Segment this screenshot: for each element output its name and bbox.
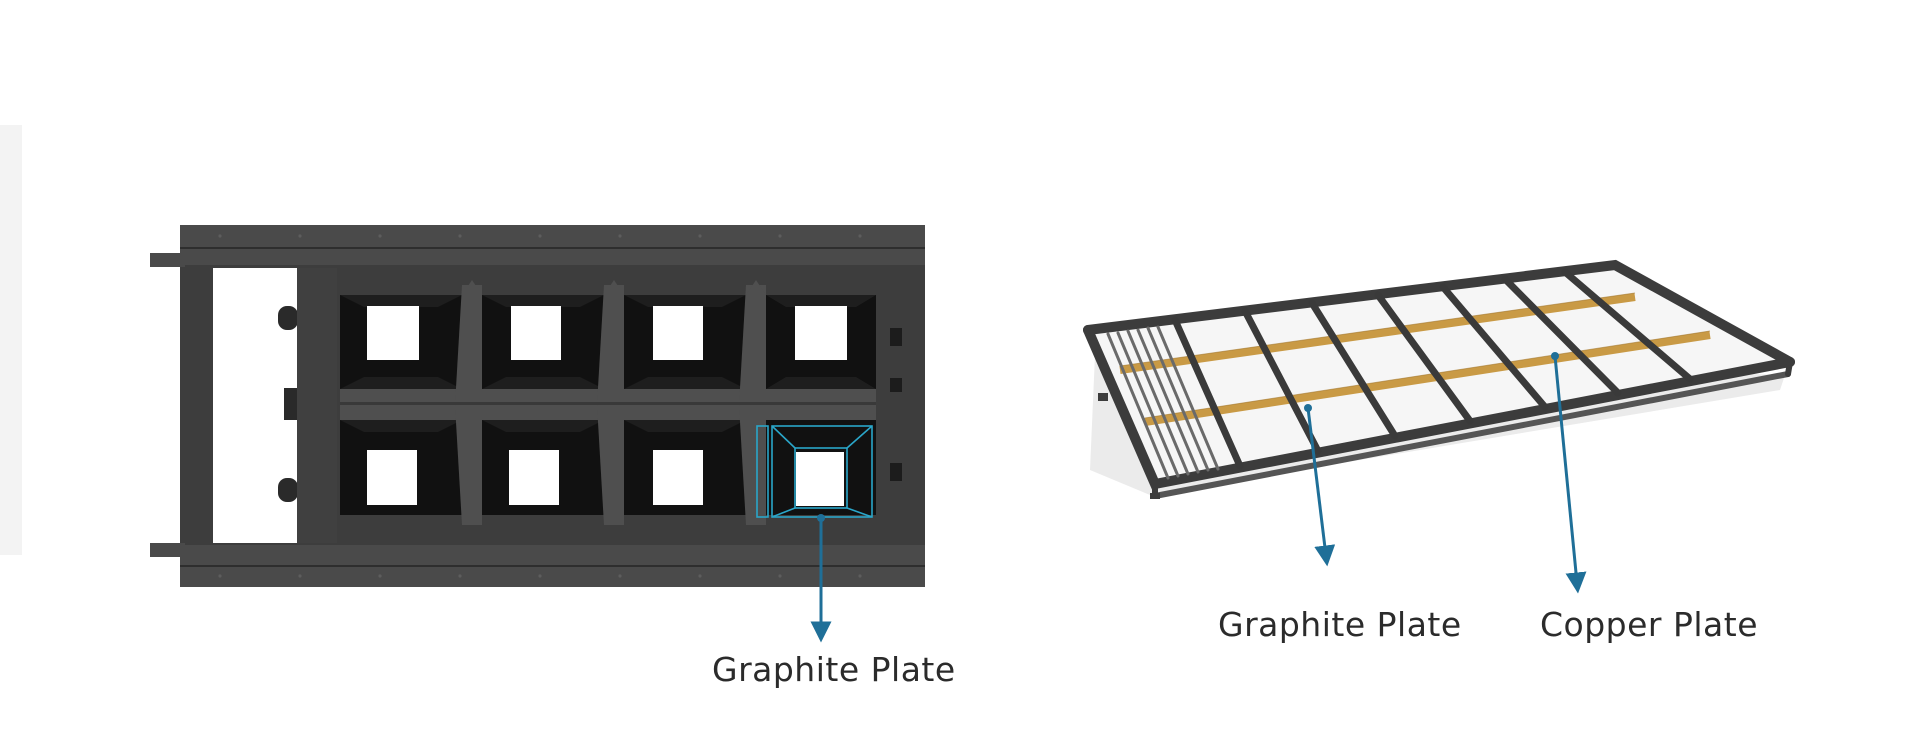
support-cells bbox=[340, 295, 876, 515]
right-graphite-plate-label: Graphite Plate bbox=[1218, 605, 1462, 644]
isometric-table bbox=[1083, 259, 1795, 499]
graphite-plate-highlight bbox=[756, 425, 873, 518]
top-view-table bbox=[0, 125, 925, 587]
leader-arrow-copper bbox=[1553, 355, 1587, 594]
left-graphite-plate-label: Graphite Plate bbox=[712, 650, 956, 689]
top-rail bbox=[180, 225, 925, 265]
copper-plate-label: Copper Plate bbox=[1540, 605, 1758, 644]
copper-plates bbox=[1119, 293, 1711, 426]
slats bbox=[1171, 268, 1694, 470]
lifting-hooks bbox=[278, 306, 298, 502]
leader-arrow-graphite bbox=[1306, 407, 1336, 567]
